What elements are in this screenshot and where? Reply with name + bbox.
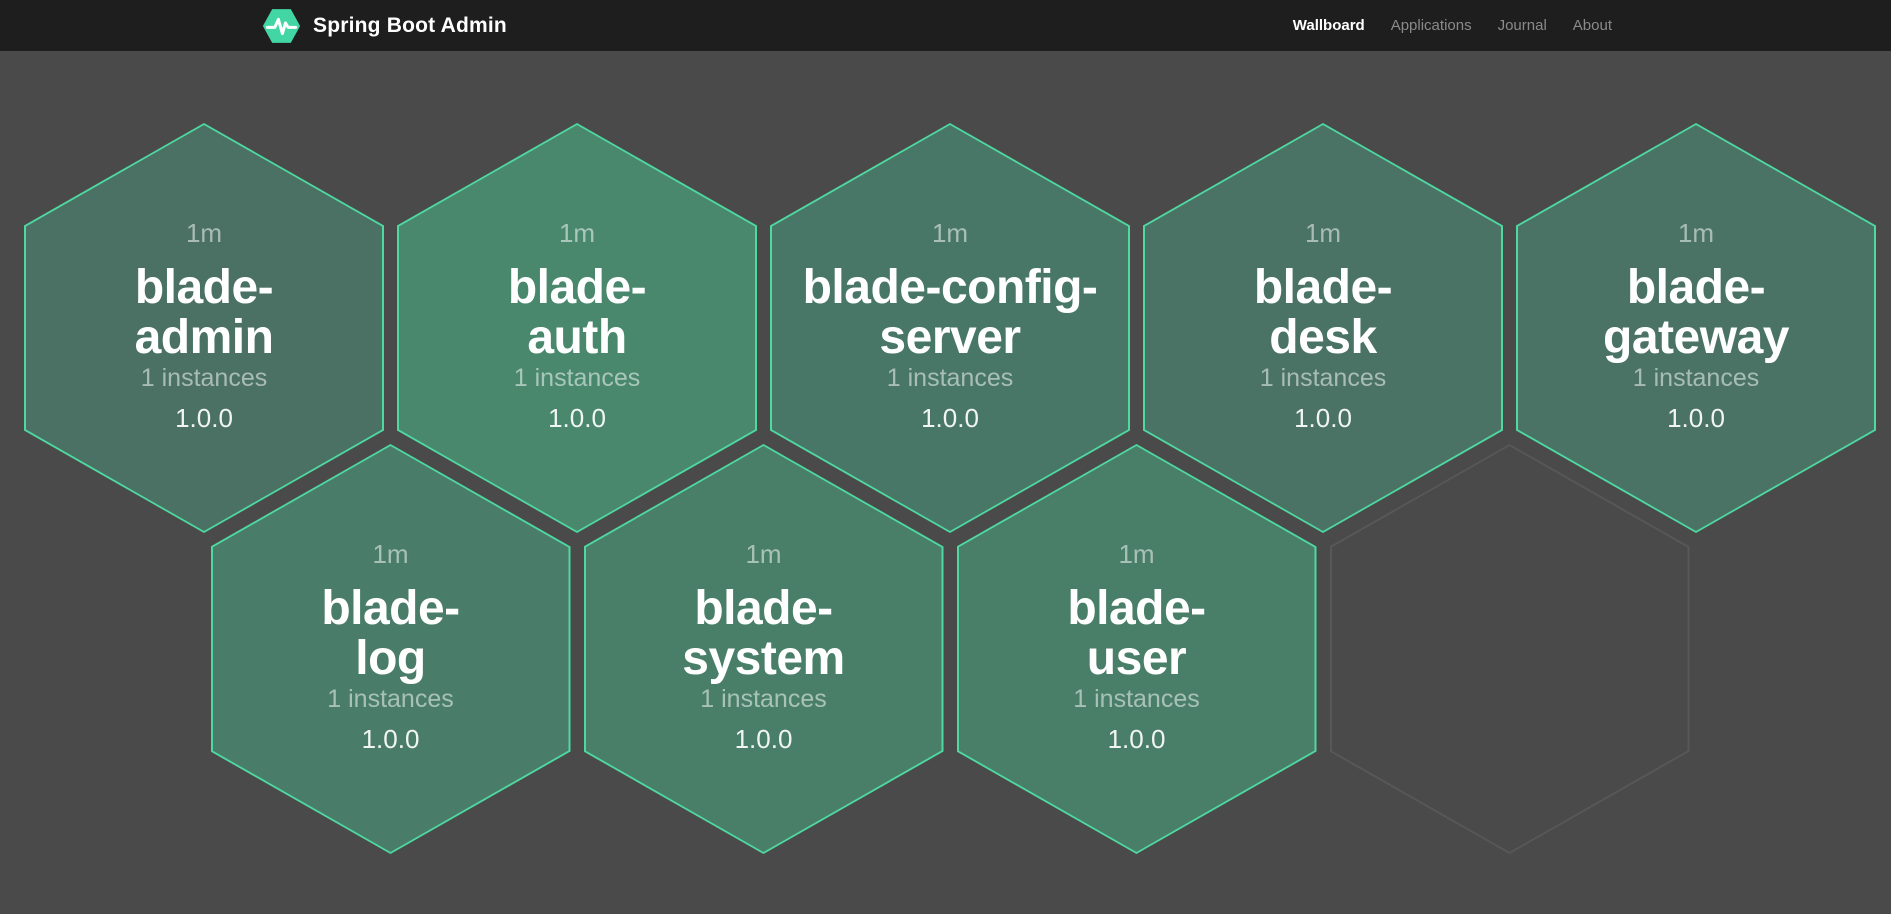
hex-tile-blade-system[interactable]: 1m blade- system 1 instances 1.0.0 bbox=[583, 444, 944, 854]
brand[interactable]: Spring Boot Admin bbox=[262, 6, 507, 46]
version-label: 1.0.0 bbox=[734, 724, 793, 754]
application-name-line1: blade- bbox=[1626, 261, 1766, 314]
hexagon-fill bbox=[958, 446, 1315, 852]
wallboard: 1m blade- admin 1 instances 1.0.0 1m bla… bbox=[0, 51, 1891, 914]
application-name: blade-config- server bbox=[803, 263, 1098, 363]
application-name-line1: blade- bbox=[507, 261, 647, 314]
hexagon-content: 1m blade- system 1 instances 1.0.0 bbox=[584, 444, 944, 854]
hex-tile-blade-gateway[interactable]: 1m blade- gateway 1 instances 1.0.0 bbox=[1516, 123, 1876, 533]
instances-count: 1 instances bbox=[513, 364, 641, 392]
application-name: blade- auth bbox=[507, 261, 647, 364]
hex-tile-blade-auth[interactable]: 1m blade- auth 1 instances 1.0.0 bbox=[397, 123, 757, 533]
instances-count: 1 instances bbox=[1259, 364, 1387, 392]
hexagon-content: 1m blade- desk 1 instances 1.0.0 bbox=[1143, 123, 1503, 533]
instances-count: 1 instances bbox=[1073, 685, 1200, 713]
uptime-label: 1m bbox=[1677, 218, 1715, 248]
brand-title: Spring Boot Admin bbox=[313, 13, 507, 37]
hexagon-content: 1m blade-config- server 1 instances 1.0.… bbox=[770, 123, 1130, 533]
pulse-hexagon-icon bbox=[262, 6, 301, 46]
hexagon-content: 1m blade- log 1 instances 1.0.0 bbox=[211, 444, 571, 854]
application-name-line2: gateway bbox=[1603, 311, 1789, 364]
hexagon-fill bbox=[1518, 125, 1874, 531]
hexagon-fill bbox=[212, 446, 569, 852]
hexagon-content: 1m blade- user 1 instances 1.0.0 bbox=[957, 444, 1317, 854]
version-label: 1.0.0 bbox=[361, 724, 420, 754]
instances-count: 1 instances bbox=[700, 685, 827, 713]
application-name-line2: log bbox=[355, 632, 426, 685]
application-name-line2: server bbox=[879, 311, 1021, 364]
hex-tile-blade-log[interactable]: 1m blade- log 1 instances 1.0.0 bbox=[210, 444, 571, 854]
uptime-label: 1m bbox=[931, 218, 969, 248]
hex-tile-blade-config-server[interactable]: 1m blade-config- server 1 instances 1.0.… bbox=[770, 123, 1130, 533]
application-name: blade- log bbox=[321, 582, 460, 685]
nav-item-journal[interactable]: Journal bbox=[1497, 17, 1547, 34]
hex-tile-blade-desk[interactable]: 1m blade- desk 1 instances 1.0.0 bbox=[1143, 123, 1503, 533]
version-label: 1.0.0 bbox=[175, 403, 233, 433]
application-name-line2: system bbox=[682, 632, 845, 685]
nav-item-wallboard[interactable]: Wallboard bbox=[1292, 17, 1365, 34]
application-name-line1: blade- bbox=[134, 261, 274, 314]
hex-tile-blade-admin[interactable]: 1m blade- admin 1 instances 1.0.0 bbox=[24, 123, 384, 533]
instances-count: 1 instances bbox=[1632, 364, 1760, 392]
instances-count: 1 instances bbox=[327, 685, 454, 713]
application-name-line1: blade-config- bbox=[802, 261, 1098, 314]
application-name: blade- system bbox=[682, 582, 845, 685]
version-label: 1.0.0 bbox=[1667, 403, 1725, 433]
nav-item-about[interactable]: About bbox=[1572, 17, 1612, 34]
uptime-label: 1m bbox=[1118, 539, 1155, 569]
application-name: blade- desk bbox=[1253, 261, 1393, 364]
application-name-line1: blade- bbox=[1253, 261, 1393, 314]
hexagon-fill bbox=[585, 446, 942, 852]
hex-tile-empty bbox=[1329, 444, 1690, 854]
version-label: 1.0.0 bbox=[1294, 403, 1352, 433]
nav-item-applications[interactable]: Applications bbox=[1390, 17, 1472, 34]
application-name: blade- gateway bbox=[1603, 263, 1789, 363]
hex-tile-blade-user[interactable]: 1m blade- user 1 instances 1.0.0 bbox=[956, 444, 1317, 854]
uptime-label: 1m bbox=[745, 539, 782, 569]
uptime-label: 1m bbox=[185, 218, 223, 248]
hexagon-content: 1m blade- auth 1 instances 1.0.0 bbox=[397, 123, 757, 533]
navbar: Spring Boot Admin Wallboard Applications J… bbox=[0, 0, 1891, 51]
hexagon-content: 1m blade- gateway 1 instances 1.0.0 bbox=[1516, 123, 1876, 533]
uptime-label: 1m bbox=[558, 218, 596, 248]
version-label: 1.0.0 bbox=[1107, 724, 1166, 754]
uptime-label: 1m bbox=[372, 539, 409, 569]
application-name-line2: admin bbox=[134, 311, 274, 364]
application-name-line2: desk bbox=[1269, 311, 1377, 364]
application-name-line2: user bbox=[1086, 632, 1187, 685]
application-name-line2: auth bbox=[527, 311, 627, 364]
hexagon-fill bbox=[1145, 125, 1501, 531]
instances-count: 1 instances bbox=[886, 364, 1014, 392]
application-name: blade- user bbox=[1067, 582, 1206, 685]
uptime-label: 1m bbox=[1304, 218, 1342, 248]
application-name-line1: blade- bbox=[1067, 582, 1206, 635]
instances-count: 1 instances bbox=[140, 364, 268, 392]
application-name-line1: blade- bbox=[694, 582, 833, 635]
application-name-line1: blade- bbox=[321, 582, 460, 635]
version-label: 1.0.0 bbox=[548, 403, 606, 433]
version-label: 1.0.0 bbox=[921, 403, 979, 433]
nav-links: Wallboard Applications Journal About bbox=[1282, 0, 1623, 51]
application-name: blade- admin bbox=[135, 263, 274, 363]
hexagon-content: 1m blade- admin 1 instances 1.0.0 bbox=[24, 123, 384, 533]
hexagon-fill bbox=[1331, 446, 1688, 852]
